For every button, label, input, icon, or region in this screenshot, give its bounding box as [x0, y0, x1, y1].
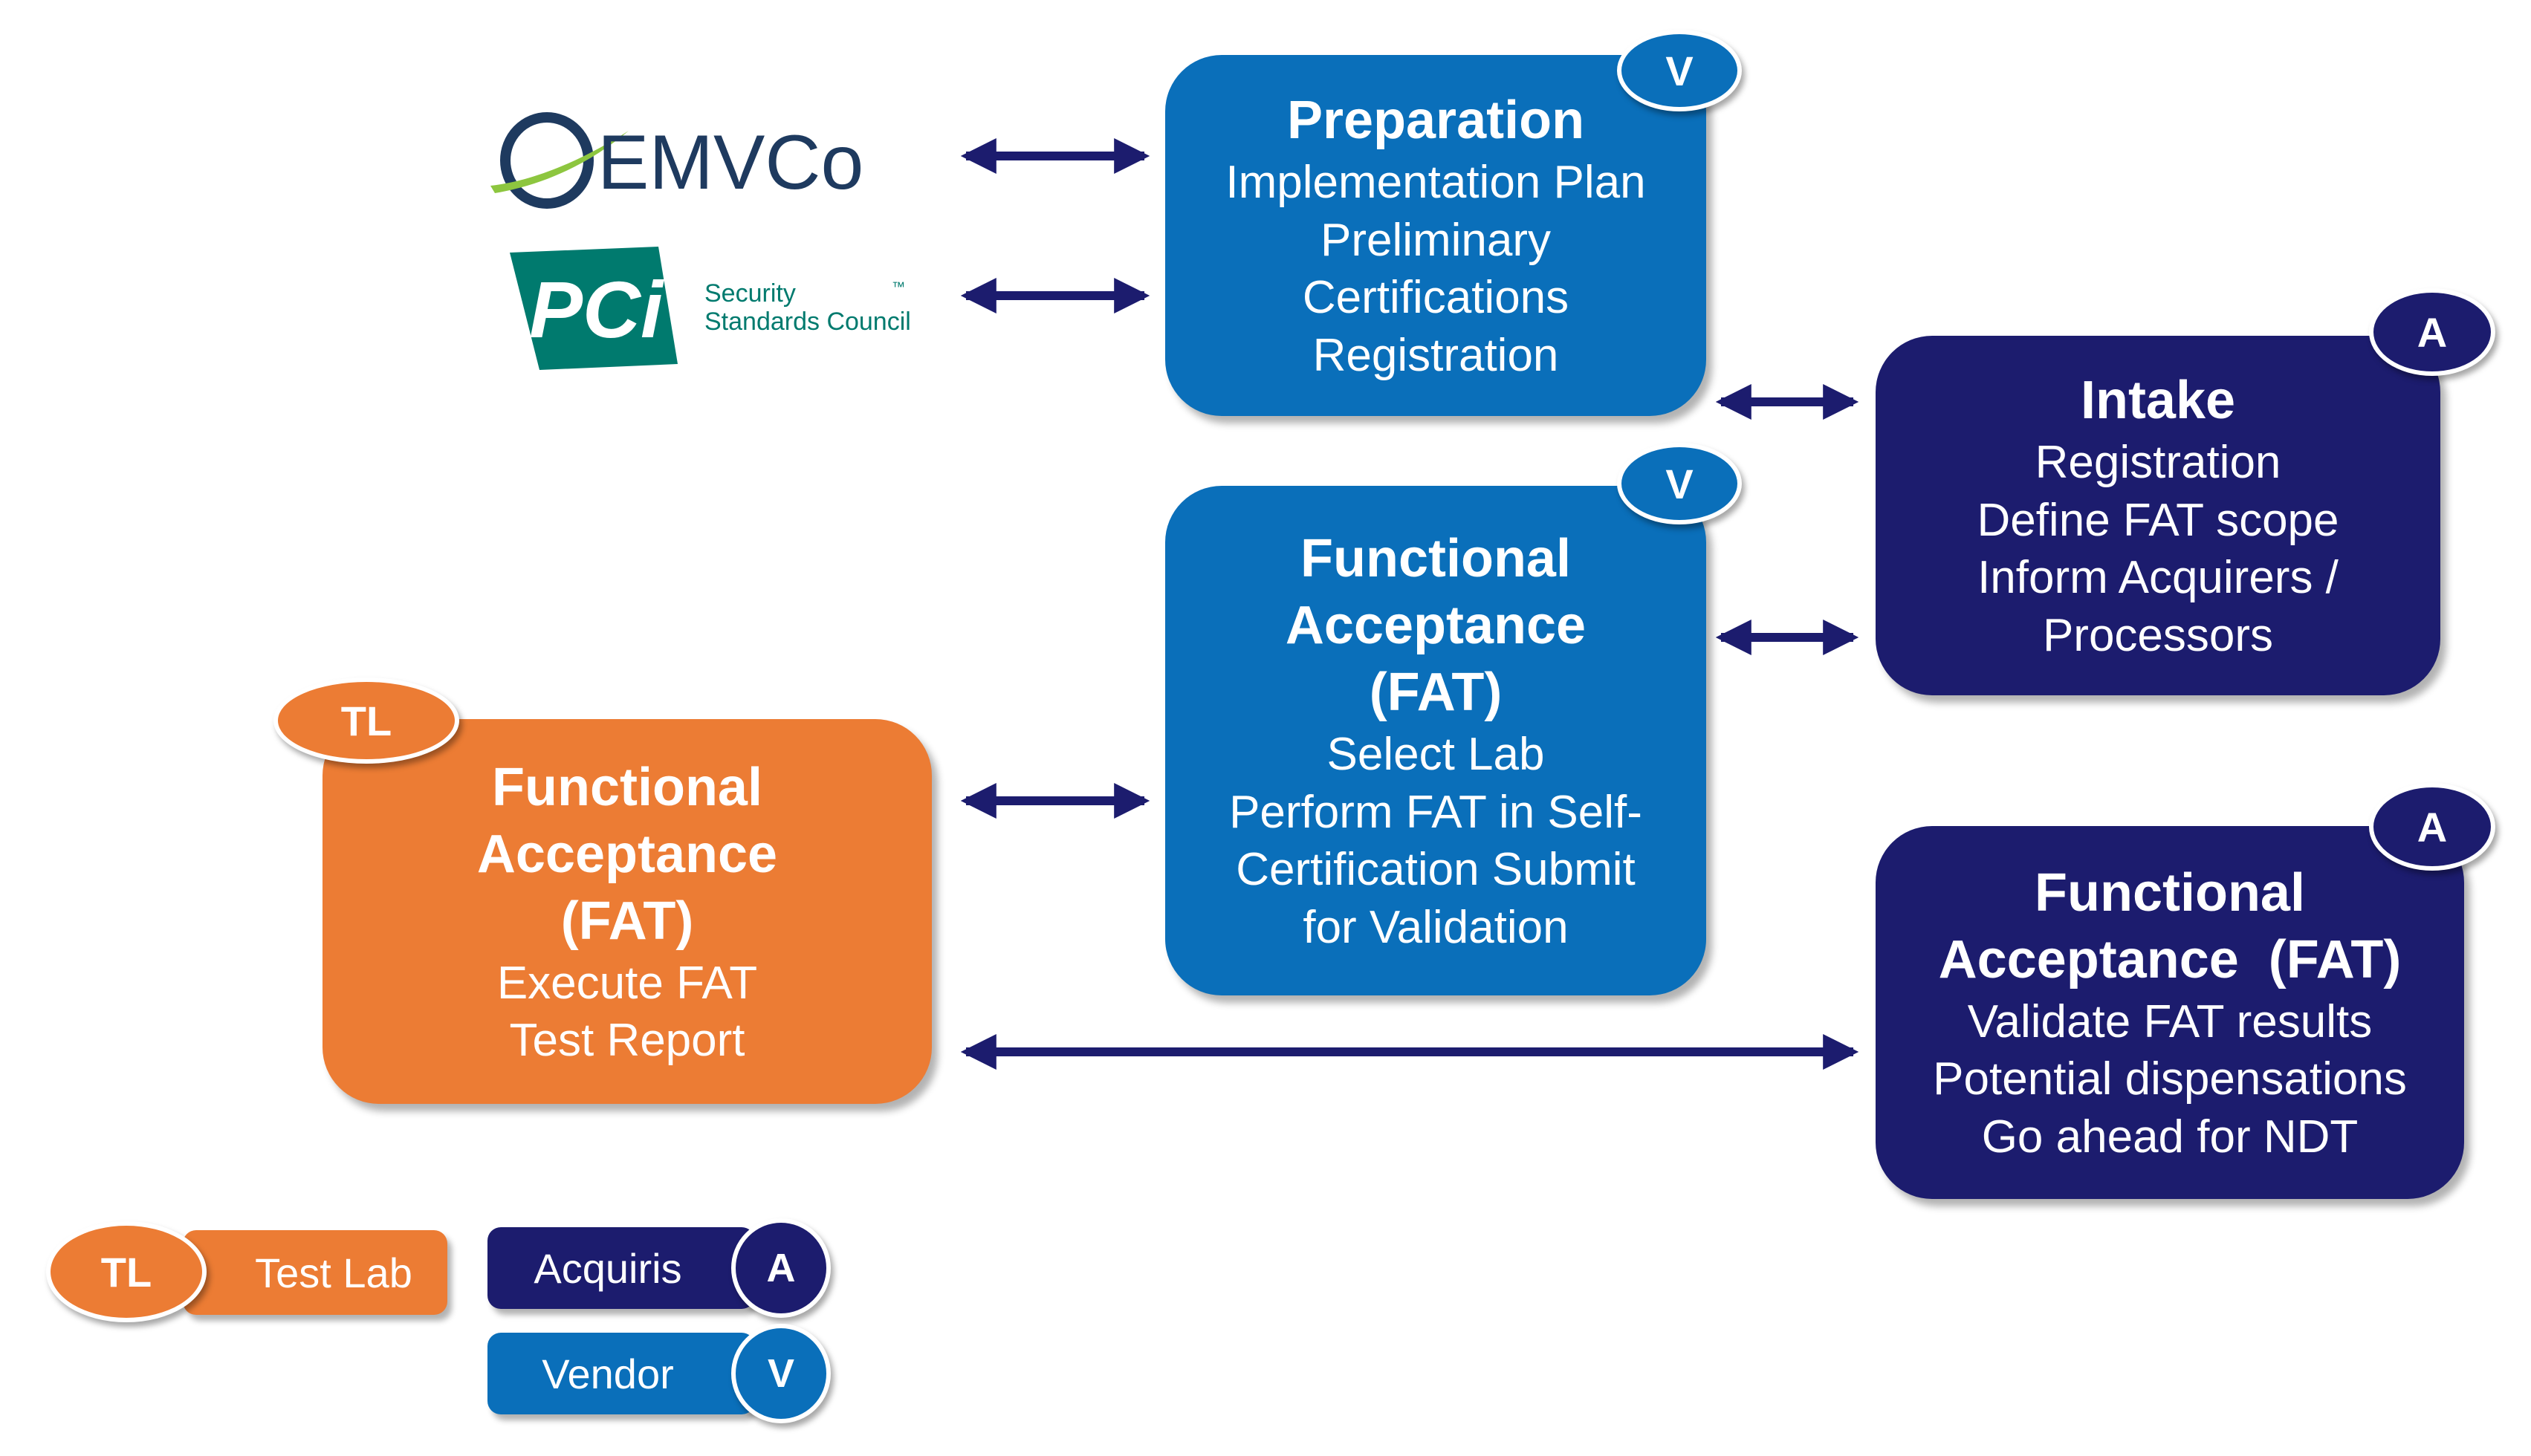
legend-acquiris: Acquiris — [487, 1227, 755, 1309]
fat-acquirer-title: Acceptance (FAT) — [1938, 929, 2402, 989]
fat-lab-line: Test Report — [509, 1015, 745, 1066]
legend-acquiris-label: Acquiris — [534, 1244, 682, 1292]
fat-vendor-line: Perform FAT in Self- — [1229, 786, 1642, 838]
fat-lab-title: Acceptance — [476, 824, 778, 884]
pci-security-text: Security — [704, 279, 796, 308]
preparation-line: Registration — [1312, 329, 1559, 381]
fat-acquirer-line: Go ahead for NDT — [1981, 1111, 2359, 1163]
fat-lab-line: Execute FAT — [496, 957, 758, 1009]
fat-vendor-title: Functional — [1300, 529, 1571, 588]
emvco-wordmark: EMVCo — [597, 120, 863, 206]
fat-lab-badge: TL — [273, 677, 459, 764]
fat-lab-box: Functional Acceptance (FAT) Execute FAT … — [323, 719, 932, 1104]
intake-line: Registration — [2035, 437, 2281, 488]
preparation-box: Preparation Implementation Plan Prelimin… — [1165, 55, 1706, 416]
pci-logo: PCi Security Standards Council ™ — [510, 247, 911, 370]
intake-title: Intake — [2080, 371, 2236, 430]
fat-lab-title: (FAT) — [560, 891, 694, 951]
preparation-line: Preliminary — [1320, 214, 1552, 266]
legend-test-lab-label: Test Lab — [255, 1249, 412, 1296]
legend-test-lab: Test Lab — [183, 1230, 447, 1315]
preparation-badge: V — [1617, 30, 1742, 111]
fat-vendor-box: Functional Acceptance (FAT) Select Lab P… — [1165, 486, 1706, 995]
fat-vendor-line: Certification Submit — [1236, 844, 1636, 895]
fat-lab-title: Functional — [492, 757, 762, 817]
legend-test-lab-badge: TL — [46, 1221, 207, 1322]
intake-line: Processors — [2042, 609, 2274, 661]
fat-vendor-line: for Validation — [1303, 901, 1569, 953]
intake-line: Define FAT scope — [1977, 494, 2339, 546]
legend-vendor-label: Vendor — [542, 1350, 674, 1397]
fat-acquirer-box: Functional Acceptance (FAT) Validate FAT… — [1876, 826, 2464, 1199]
pci-standards-text: Standards Council — [704, 308, 911, 336]
emvco-logo: EMVCo — [490, 112, 863, 209]
fat-acquirer-line: Potential dispensations — [1933, 1053, 2407, 1105]
fat-vendor-title: (FAT) — [1369, 663, 1503, 722]
intake-box: Intake Registration Define FAT scope Inf… — [1876, 336, 2440, 695]
pci-tm: ™ — [892, 279, 905, 294]
fat-acquirer-line: Validate FAT results — [1967, 995, 2373, 1047]
fat-acquirer-badge: A — [2369, 783, 2495, 871]
preparation-line: Implementation Plan — [1225, 157, 1646, 208]
intake-line: Inform Acquirers / — [1977, 552, 2339, 603]
legend-acquiris-badge: A — [731, 1218, 831, 1318]
intake-badge: A — [2369, 288, 2495, 376]
fat-vendor-line: Select Lab — [1326, 729, 1545, 780]
fat-acquirer-title: Functional — [2035, 862, 2305, 923]
preparation-title: Preparation — [1286, 91, 1585, 150]
pci-mark: PCi — [529, 264, 664, 354]
fat-vendor-title: Acceptance — [1285, 596, 1587, 655]
fat-vendor-badge: V — [1617, 443, 1742, 524]
preparation-line: Certifications — [1302, 272, 1569, 323]
legend-vendor: Vendor — [487, 1333, 755, 1414]
legend-vendor-badge: V — [731, 1324, 831, 1423]
